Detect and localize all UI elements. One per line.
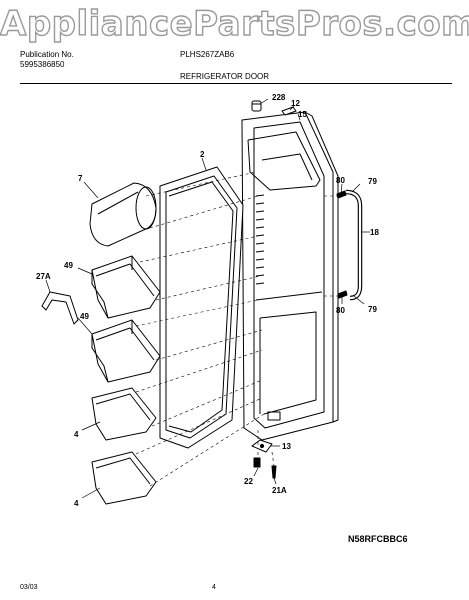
callout-18: 18 [370, 228, 379, 237]
callout-80-upper: 80 [336, 176, 345, 185]
door-bin-4-lower [91, 451, 157, 505]
callout-228: 228 [272, 93, 286, 102]
shelf-retainer-27a [41, 291, 79, 325]
door-bin-lower [91, 319, 161, 383]
handle-screw-lower [337, 290, 348, 299]
callout-27a: 27A [36, 272, 51, 281]
publication-number: 5995386850 [20, 60, 65, 69]
bottom-hinge [251, 439, 273, 453]
section-title: REFRIGERATOR DOOR [180, 72, 270, 81]
publication-block: Publication No. 5995386850 [20, 50, 74, 70]
door-gasket [159, 166, 244, 449]
door-handle [345, 189, 363, 301]
can-rack [89, 182, 157, 247]
drawing-code: N58RFCBBC6 [348, 534, 408, 544]
door-clip-12 [281, 106, 297, 116]
callout-4-lower: 4 [74, 499, 79, 508]
callout-13: 13 [282, 442, 291, 451]
callout-79-upper: 79 [368, 177, 377, 186]
assembly-guides [135, 171, 339, 487]
publication-label: Publication No. [20, 50, 74, 59]
callout-12: 12 [291, 99, 300, 108]
handle-screw-upper [336, 190, 347, 199]
callout-21a: 21A [272, 486, 287, 495]
header-rule [20, 83, 452, 84]
callout-7: 7 [78, 174, 83, 183]
door-liner [241, 111, 339, 441]
door-cap-228 [251, 100, 262, 112]
page-number: 4 [212, 584, 216, 591]
door-bin-upper [91, 255, 161, 319]
revision-date: 03/03 [20, 584, 38, 591]
hinge-bushing [253, 457, 261, 468]
callout-22: 22 [244, 477, 253, 486]
callout-80-lower: 80 [336, 306, 345, 315]
callout-79-lower: 79 [368, 305, 377, 314]
callout-15: 15 [298, 110, 307, 119]
watermark: AppliancePartsPros.com [0, 3, 469, 44]
callout-49-lower: 49 [80, 312, 89, 321]
callout-49-upper: 49 [64, 261, 73, 270]
hinge-screw [271, 465, 277, 479]
model-number: PLHS267ZAB6 [180, 50, 235, 59]
door-bin-4-upper [91, 387, 157, 441]
callout-2: 2 [200, 150, 205, 159]
callout-4-upper: 4 [74, 430, 79, 439]
leader-lines [45, 98, 370, 499]
